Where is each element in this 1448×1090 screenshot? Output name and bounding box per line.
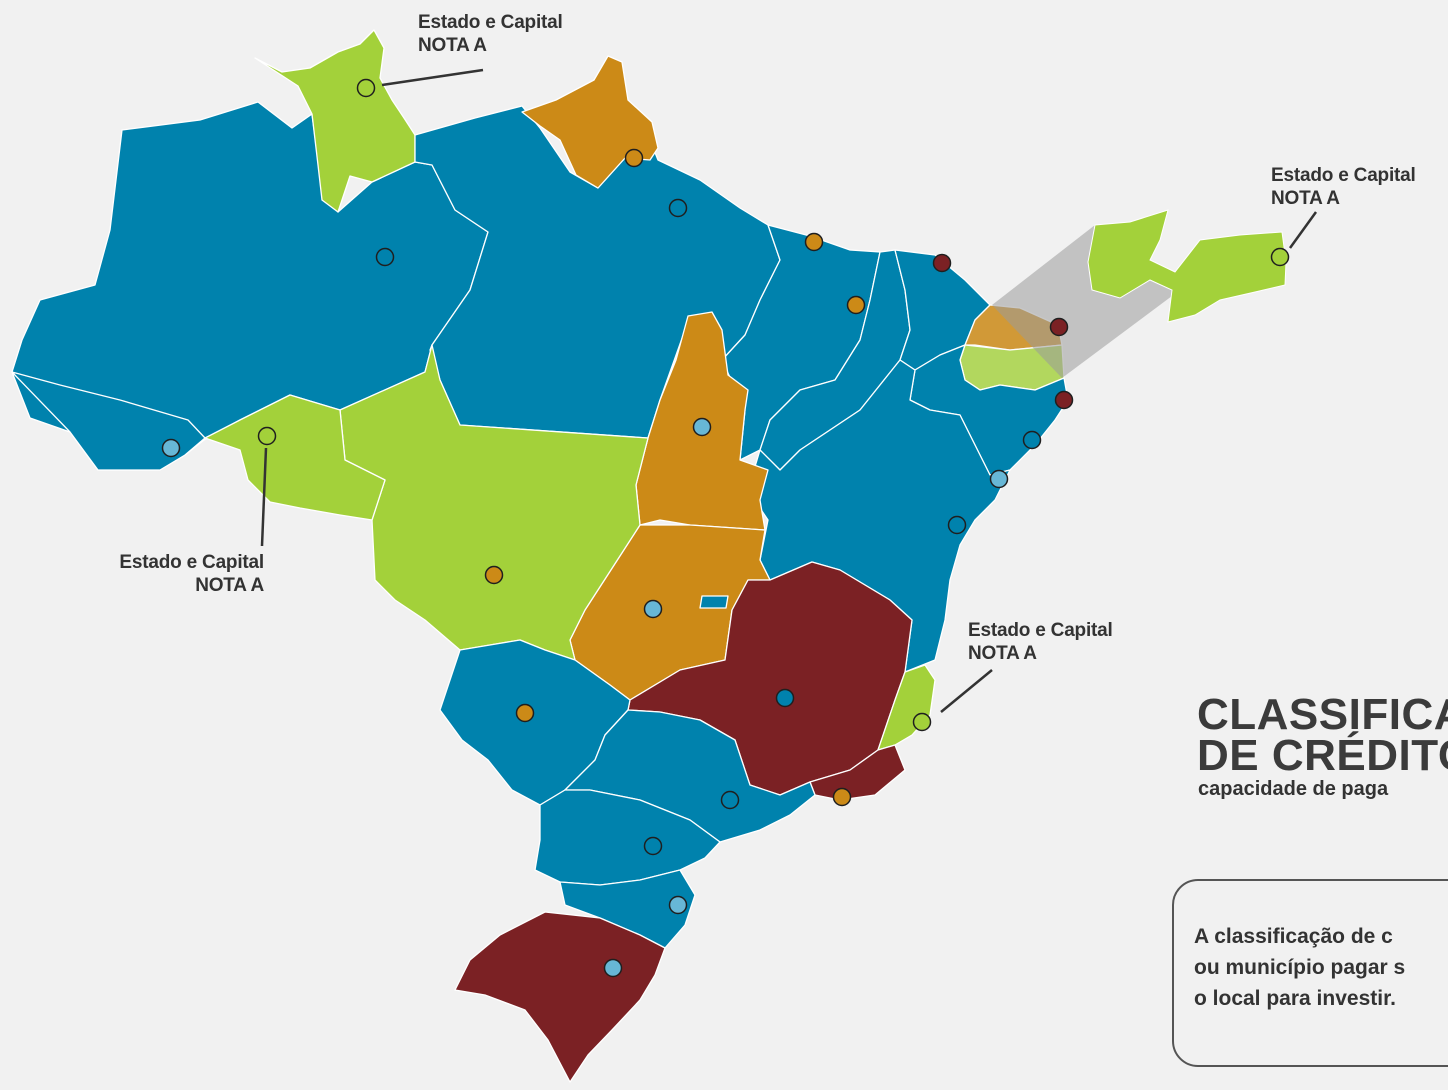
callout-espirito-santo-line2: NOTA A bbox=[968, 643, 1037, 664]
callout-paraiba-line2: NOTA A bbox=[1271, 188, 1340, 209]
state-amapa[interactable] bbox=[521, 55, 659, 189]
paraiba-inset[interactable] bbox=[1087, 209, 1287, 323]
page-title: CLASSIFICA DE CRÉDITO bbox=[1197, 690, 1448, 780]
callout-rondonia-line2: NOTA A bbox=[195, 575, 264, 596]
capital-vitoria[interactable] bbox=[912, 712, 932, 732]
capital-sao-paulo[interactable] bbox=[720, 790, 740, 810]
callout-paraiba: Estado e Capital NOTA A bbox=[1271, 164, 1416, 210]
callout-paraiba-line1: Estado e Capital bbox=[1271, 165, 1416, 186]
capital-maceio[interactable] bbox=[1022, 430, 1042, 450]
callout-roraima: Estado e Capital NOTA A bbox=[418, 11, 563, 57]
callout-line-paraiba bbox=[1288, 211, 1318, 249]
callout-line-rondonia bbox=[260, 447, 268, 547]
title-line2: DE CRÉDITO bbox=[1197, 731, 1448, 780]
capital-recife[interactable] bbox=[1054, 390, 1074, 410]
callout-roraima-line2: NOTA A bbox=[418, 35, 487, 56]
capital-joao-pessoa[interactable] bbox=[1270, 247, 1290, 267]
capital-manaus[interactable] bbox=[375, 247, 395, 267]
state-distrito-federal[interactable] bbox=[699, 595, 729, 609]
capital-cuiaba[interactable] bbox=[484, 565, 504, 585]
capital-porto-velho[interactable] bbox=[257, 426, 277, 446]
callout-espirito-santo-line1: Estado e Capital bbox=[968, 620, 1113, 641]
capital-natal[interactable] bbox=[1049, 317, 1069, 337]
callout-espirito-santo: Estado e Capital NOTA A bbox=[968, 619, 1113, 665]
capital-macapa[interactable] bbox=[624, 148, 644, 168]
capital-curitiba[interactable] bbox=[643, 836, 663, 856]
capital-goiania[interactable] bbox=[643, 599, 663, 619]
info-line3: o local para investir. bbox=[1194, 987, 1396, 1010]
state-espirito-santo[interactable] bbox=[877, 664, 936, 751]
state-rondonia[interactable] bbox=[204, 394, 386, 521]
capital-fortaleza[interactable] bbox=[932, 253, 952, 273]
callout-line-roraima bbox=[381, 68, 484, 87]
state-santa-catarina[interactable] bbox=[559, 869, 696, 949]
callout-rondonia: Estado e Capital NOTA A bbox=[88, 551, 264, 597]
callout-roraima-line1: Estado e Capital bbox=[418, 12, 563, 33]
capital-campo-grande[interactable] bbox=[515, 703, 535, 723]
state-roraima[interactable] bbox=[254, 29, 416, 213]
page-subtitle: capacidade de paga bbox=[1198, 778, 1389, 800]
capital-salvador[interactable] bbox=[947, 515, 967, 535]
callout-line-espirito-santo bbox=[940, 669, 993, 713]
capital-boa-vista[interactable] bbox=[356, 78, 376, 98]
capital-belo-horizonte[interactable] bbox=[775, 688, 795, 708]
info-line1: A classificação de c bbox=[1194, 925, 1393, 948]
title-line1: CLASSIFICA bbox=[1197, 690, 1448, 739]
capital-florianopolis[interactable] bbox=[668, 895, 688, 915]
capital-rio-de-janeiro[interactable] bbox=[832, 787, 852, 807]
callout-rondonia-line1: Estado e Capital bbox=[119, 552, 264, 573]
capital-teresina[interactable] bbox=[846, 295, 866, 315]
state-rio-grande-do-sul[interactable] bbox=[454, 911, 666, 1083]
info-text: A classificação de c ou município pagar … bbox=[1194, 921, 1405, 1014]
capital-belem[interactable] bbox=[668, 198, 688, 218]
capital-aracaju[interactable] bbox=[989, 469, 1009, 489]
info-line2: ou município pagar s bbox=[1194, 956, 1406, 979]
capital-sao-luis[interactable] bbox=[804, 232, 824, 252]
info-box bbox=[1172, 879, 1448, 1067]
state-parana[interactable] bbox=[534, 789, 721, 886]
capital-palmas[interactable] bbox=[692, 417, 712, 437]
state-acre[interactable] bbox=[11, 371, 206, 471]
capital-porto-alegre[interactable] bbox=[603, 958, 623, 978]
state-sao-paulo[interactable] bbox=[564, 709, 816, 843]
capital-rio-branco[interactable] bbox=[161, 438, 181, 458]
